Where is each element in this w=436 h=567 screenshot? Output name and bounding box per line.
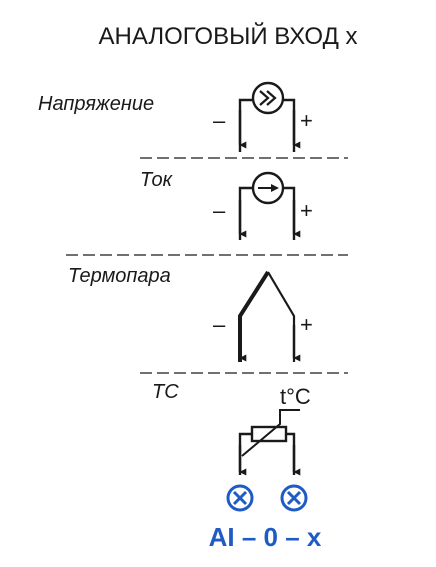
diagram-title: АНАЛОГОВЫЙ ВХОД х bbox=[98, 22, 357, 50]
section-label-voltage: Напряжение bbox=[38, 93, 154, 115]
polarity-minus: – bbox=[213, 198, 226, 223]
screw-terminal-icon bbox=[280, 484, 308, 512]
polarity-plus: + bbox=[300, 312, 313, 337]
polarity-plus: + bbox=[300, 198, 313, 223]
polarity-minus: – bbox=[213, 108, 226, 133]
section-thermocouple: Термопара – + bbox=[68, 265, 313, 362]
section-label-current: Ток bbox=[140, 169, 174, 191]
screw-terminal-icon bbox=[226, 484, 254, 512]
thermocouple-icon bbox=[238, 270, 301, 362]
terminal-label: AI – 0 – x bbox=[209, 522, 322, 552]
rtd-temperature-label: t°C bbox=[280, 384, 311, 409]
resistance-thermometer-icon bbox=[238, 409, 301, 476]
current-source-icon bbox=[238, 171, 301, 240]
section-rtd: ТС t°C bbox=[152, 381, 311, 476]
voltage-source-icon bbox=[238, 81, 301, 152]
section-label-rtd: ТС bbox=[152, 381, 179, 403]
polarity-plus: + bbox=[300, 108, 313, 133]
section-label-thermocouple: Термопара bbox=[68, 265, 171, 287]
polarity-minus: – bbox=[213, 312, 226, 337]
section-voltage: Напряжение – + bbox=[38, 81, 313, 152]
section-current: Ток – + bbox=[140, 169, 313, 240]
